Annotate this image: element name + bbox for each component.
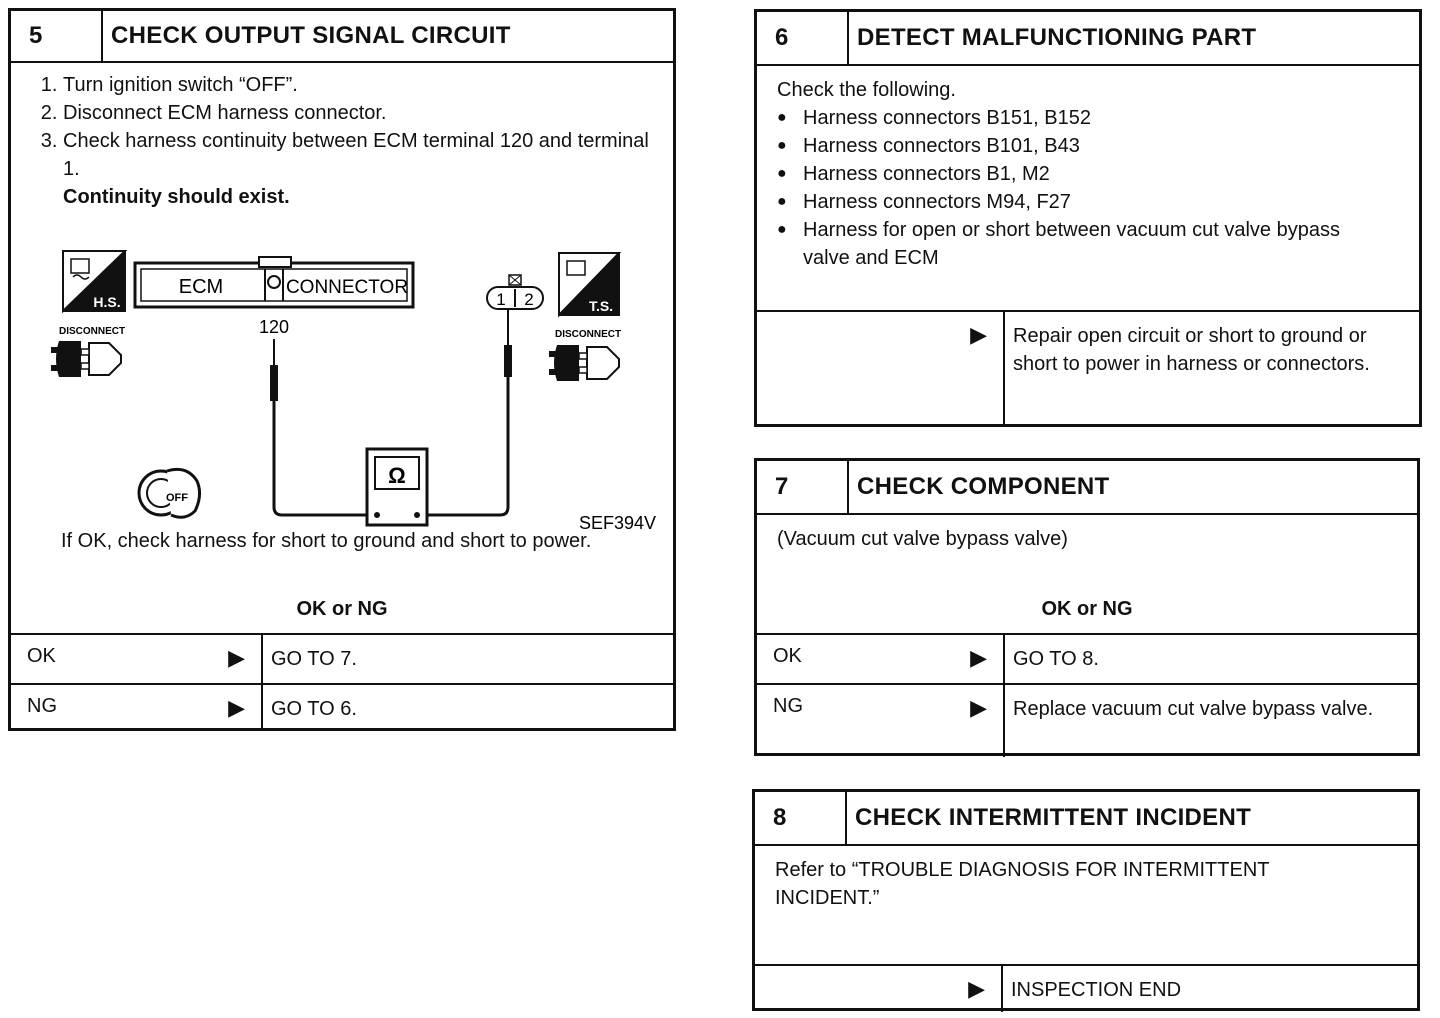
- terminal-label: 120: [259, 317, 289, 337]
- arrow-icon: ▶: [970, 322, 987, 347]
- hot-side-badge: H.S.: [62, 250, 128, 314]
- result-row: ▶ INSPECTION END: [755, 964, 1417, 1012]
- disconnect-label: DISCONNECT: [555, 329, 621, 340]
- continuity-diagram: H.S. DISCONNECT ECM CONNECTOR 120: [51, 250, 656, 533]
- step-title: CHECK INTERMITTENT INCIDENT: [855, 804, 1252, 831]
- step-7-body: (Vacuum cut valve bypass valve) OK or NG: [757, 515, 1417, 633]
- step-6-header: 6 DETECT MALFUNCTIONING PART: [757, 12, 1419, 66]
- arrow-icon: ▶: [968, 976, 985, 1001]
- step-number: 6: [757, 12, 849, 64]
- ecm-connector: ECM CONNECTOR: [133, 256, 415, 309]
- test-side-badge: T.S.: [558, 252, 622, 318]
- inspection-end: INSPECTION END: [1011, 979, 1182, 1001]
- replace-instruction: Replace vacuum cut valve bypass valve.: [1013, 698, 1374, 720]
- connector-label: CONNECTOR: [286, 277, 408, 298]
- repair-instruction: Repair open circuit or short to ground o…: [1013, 325, 1370, 375]
- arrow-icon: ▶: [970, 645, 987, 670]
- short-check-note: If OK, check harness for short to ground…: [61, 530, 592, 552]
- procedure-list: Turn ignition switch “OFF”. Disconnect E…: [33, 71, 657, 183]
- disconnect-label: DISCONNECT: [59, 326, 125, 337]
- step-6-body: Check the following. Harness connectors …: [757, 66, 1419, 310]
- check-item: Harness connectors M94, F27: [777, 188, 1399, 216]
- ok-or-ng-label: OK or NG: [296, 598, 388, 620]
- result-goto-7: GO TO 7.: [271, 648, 357, 670]
- harness-connector: 1 2: [486, 274, 544, 310]
- connector-icon: [549, 345, 620, 381]
- procedure-step: Turn ignition switch “OFF”.: [63, 71, 657, 99]
- ignition-key-icon: OFF: [137, 467, 202, 519]
- procedure-step: Check harness continuity between ECM ter…: [63, 127, 657, 183]
- procedure-step: Disconnect ECM harness connector.: [63, 99, 657, 127]
- step-5-header: 5 CHECK OUTPUT SIGNAL CIRCUIT: [11, 11, 673, 63]
- check-item: Harness connectors B101, B43: [777, 132, 1399, 160]
- result-goto-6: GO TO 6.: [271, 698, 357, 720]
- step-6-box: 6 DETECT MALFUNCTIONING PART Check the f…: [754, 9, 1422, 427]
- ohm-symbol: Ω: [388, 463, 406, 488]
- result-table: OK ▶ GO TO 7. NG ▶ GO TO 6.: [11, 633, 673, 731]
- pin-2-label: 2: [524, 290, 533, 309]
- continuity-requirement: Continuity should exist.: [63, 186, 290, 208]
- pin-1-label: 1: [496, 290, 505, 309]
- probe-wires: [270, 309, 512, 517]
- step-5-body: Turn ignition switch “OFF”. Disconnect E…: [11, 63, 673, 211]
- step-7-header: 7 CHECK COMPONENT: [757, 461, 1417, 515]
- hs-label: H.S.: [93, 294, 120, 310]
- key-off-label: OFF: [166, 492, 188, 504]
- arrow-icon: ▶: [970, 695, 987, 720]
- step-8-box: 8 CHECK INTERMITTENT INCIDENT Refer to “…: [752, 789, 1420, 1012]
- step-title: DETECT MALFUNCTIONING PART: [857, 24, 1257, 51]
- step-7-box: 7 CHECK COMPONENT (Vacuum cut valve bypa…: [754, 458, 1420, 757]
- ecm-label: ECM: [179, 276, 223, 298]
- condition-ng: NG: [27, 695, 57, 717]
- figure-code: SEF394V: [579, 513, 656, 533]
- arrow-icon: ▶: [228, 645, 245, 670]
- step-number: 8: [755, 792, 847, 844]
- check-item: Harness connectors B1, M2: [777, 160, 1399, 188]
- result-row: ▶ Repair open circuit or short to ground…: [757, 310, 1419, 424]
- ts-label: T.S.: [589, 298, 613, 314]
- result-row-ng: NG ▶ Replace vacuum cut valve bypass valv…: [757, 683, 1417, 757]
- check-item: Harness for open or short between vacuum…: [777, 216, 1343, 272]
- connector-icon: [51, 341, 122, 377]
- reference-text: Refer to “TROUBLE DIAGNOSIS FOR INTERMIT…: [775, 859, 1270, 909]
- check-item: Harness connectors B151, B152: [777, 104, 1399, 132]
- condition-ok: OK: [27, 645, 56, 667]
- condition-ng: NG: [773, 695, 803, 717]
- step-5-box: 5 CHECK OUTPUT SIGNAL CIRCUIT Turn ignit…: [8, 8, 676, 731]
- result-row-ng: NG ▶ GO TO 6.: [11, 683, 673, 731]
- step-8-body: Refer to “TROUBLE DIAGNOSIS FOR INTERMIT…: [755, 846, 1417, 964]
- result-goto-8: GO TO 8.: [1013, 648, 1099, 670]
- step-number: 7: [757, 461, 849, 513]
- step-title: CHECK OUTPUT SIGNAL CIRCUIT: [111, 22, 511, 49]
- component-name: (Vacuum cut valve bypass valve): [777, 528, 1068, 550]
- ok-or-ng-label: OK or NG: [1041, 598, 1133, 620]
- step-title: CHECK COMPONENT: [857, 473, 1110, 500]
- result-row-ok: OK ▶ GO TO 7.: [11, 633, 673, 683]
- condition-ok: OK: [773, 645, 802, 667]
- ohmmeter: Ω: [365, 447, 429, 527]
- step-8-header: 8 CHECK INTERMITTENT INCIDENT: [755, 792, 1417, 846]
- check-list: Harness connectors B151, B152 Harness co…: [777, 104, 1399, 272]
- result-row-ok: OK ▶ GO TO 8.: [757, 633, 1417, 683]
- arrow-icon: ▶: [228, 695, 245, 720]
- check-intro: Check the following.: [777, 79, 956, 101]
- step-number: 5: [11, 11, 103, 61]
